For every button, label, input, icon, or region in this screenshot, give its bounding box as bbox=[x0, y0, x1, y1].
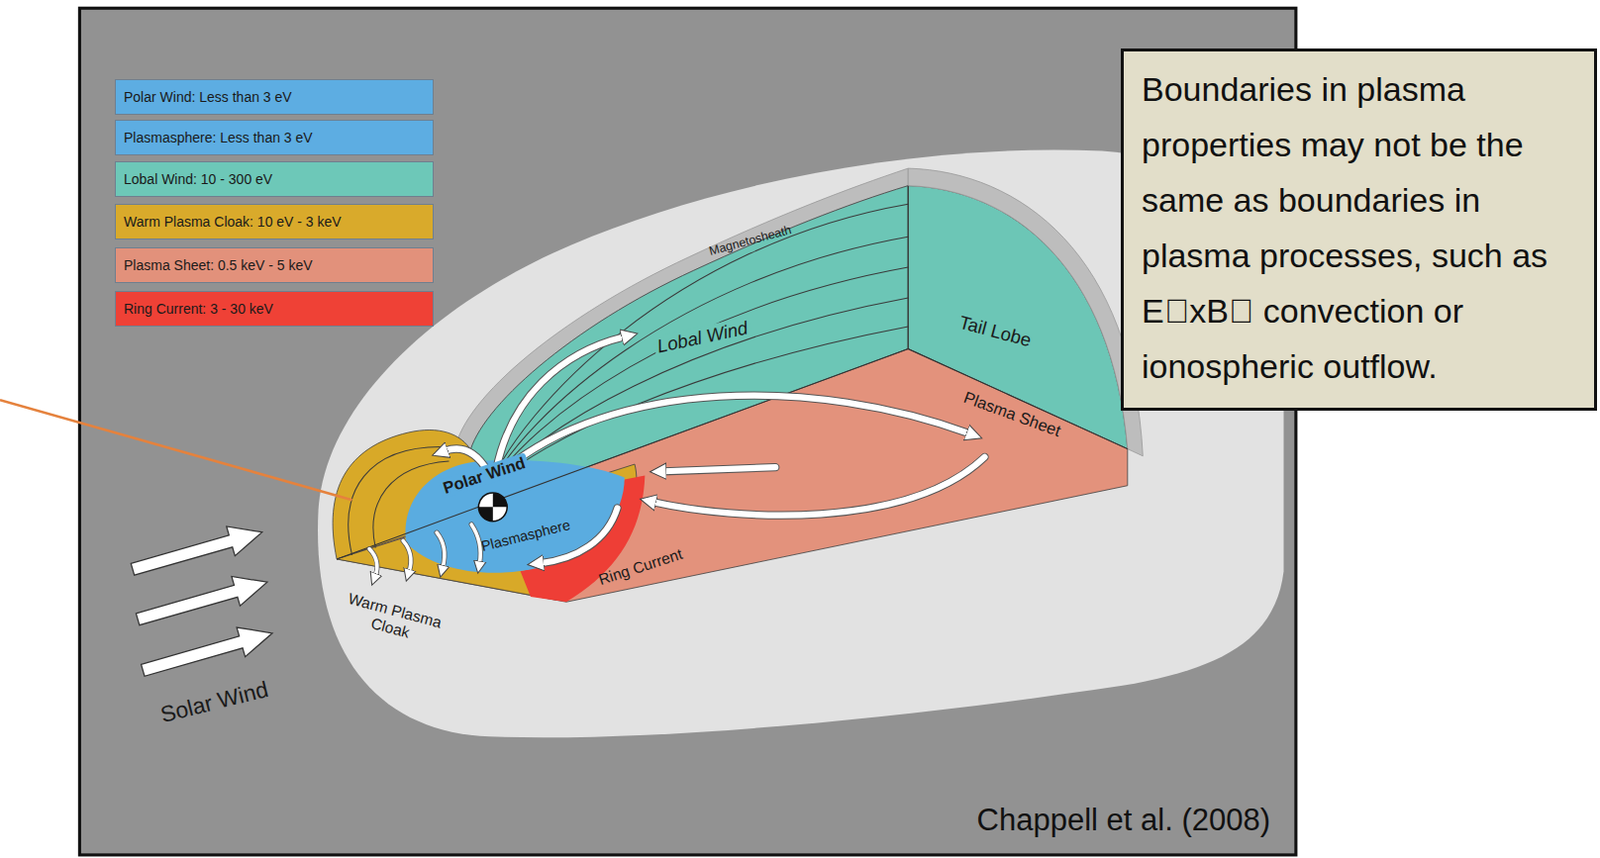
legend-text: Plasmasphere: Less than 3 eV bbox=[123, 129, 313, 146]
cloak-flow-arrow bbox=[369, 549, 378, 577]
panel-background bbox=[79, 7, 1296, 856]
legend-swatch: Ring Current: 3 - 30 keV bbox=[114, 291, 434, 327]
caption: Chappell et al. (2008) bbox=[977, 802, 1271, 839]
flow-arrow bbox=[500, 396, 970, 475]
earth-symbol bbox=[478, 506, 493, 521]
legend-text: Lobal Wind: 10 - 300 eV bbox=[123, 171, 273, 188]
cloak-flow-arrow bbox=[436, 532, 445, 568]
plasmasphere-region bbox=[404, 460, 624, 574]
legend-text: Warm Plasma Cloak: 10 eV - 3 keV bbox=[123, 213, 342, 230]
plane-edge bbox=[336, 186, 1128, 560]
cloak-flow-arrow bbox=[436, 532, 445, 568]
cloak-flow-arrow bbox=[369, 549, 378, 577]
earth-symbol bbox=[493, 493, 507, 507]
solar-wind-arrow bbox=[133, 567, 272, 634]
flow-arrow bbox=[496, 336, 625, 472]
solar-wind-arrow bbox=[138, 618, 277, 686]
callout-text: Boundaries in plasma properties may not … bbox=[1141, 61, 1581, 395]
solar-wind-arrow bbox=[128, 517, 267, 585]
flow-arrow-outline bbox=[500, 396, 970, 475]
earth-symbol bbox=[478, 493, 507, 522]
callout-box: Boundaries in plasma properties may not … bbox=[1120, 48, 1598, 411]
plasma-sheet-region bbox=[336, 349, 1128, 603]
flow-arrow-outline bbox=[444, 336, 985, 564]
flow-arrow-outline bbox=[653, 457, 986, 516]
flow-arrow bbox=[444, 336, 985, 564]
legend-text: Polar Wind: Less than 3 eV bbox=[123, 89, 293, 105]
solar-wind-arrow bbox=[138, 618, 277, 686]
legend-text: Plasma Sheet: 0.5 keV - 5 keV bbox=[123, 257, 313, 274]
cloak-flow-arrow bbox=[369, 524, 481, 577]
earth-symbol bbox=[478, 493, 507, 522]
cloak-flow-arrow bbox=[402, 540, 411, 572]
flow-arrow-outline bbox=[496, 336, 625, 472]
solar-wind-arrow bbox=[128, 517, 267, 585]
cloak-flow-arrow bbox=[471, 524, 481, 564]
solar-wind-arrow bbox=[133, 567, 272, 634]
legend-swatch: Lobal Wind: 10 - 300 eV bbox=[114, 161, 434, 198]
flow-arrow-outline bbox=[663, 467, 776, 472]
legend-text: Ring Current: 3 - 30 keV bbox=[123, 300, 274, 317]
legend-swatch: Plasma Sheet: 0.5 keV - 5 keV bbox=[114, 247, 434, 284]
legend-swatch: Plasmasphere: Less than 3 eV bbox=[114, 119, 434, 156]
legend-swatch: Polar Wind: Less than 3 eV bbox=[114, 79, 434, 115]
flow-arrow bbox=[663, 467, 776, 472]
solar-wind-arrow bbox=[128, 517, 278, 686]
pointer-line bbox=[0, 400, 353, 500]
cloak-flow-arrow bbox=[471, 524, 481, 564]
cloak-flow-arrow bbox=[402, 540, 411, 572]
flow-arrow bbox=[653, 457, 986, 516]
legend-swatch: Warm Plasma Cloak: 10 eV - 3 keV bbox=[114, 203, 434, 240]
